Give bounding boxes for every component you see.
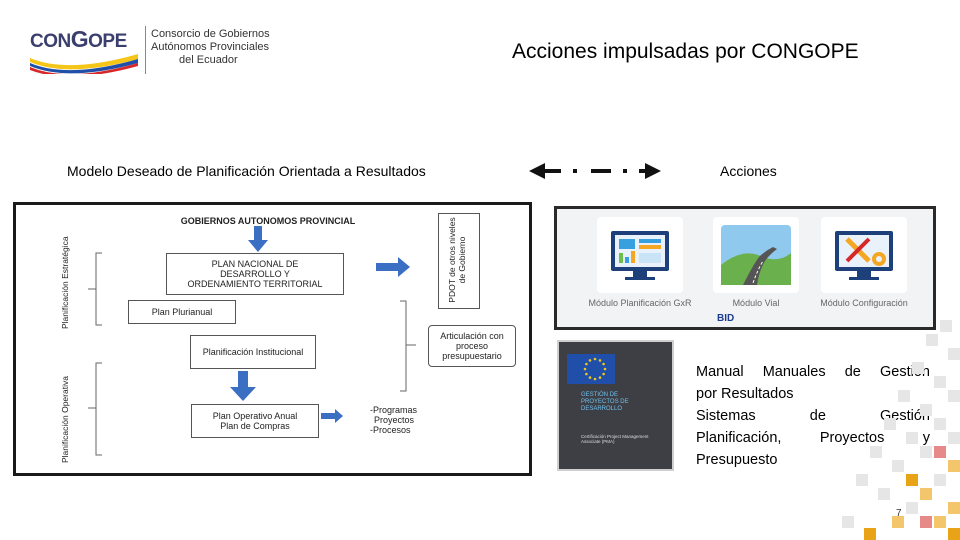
- slide-title: Acciones impulsadas por CONGOPE: [512, 40, 859, 63]
- modules-screenshot: Módulo Planificación GxR Módulo Vial Mód…: [554, 206, 936, 330]
- desc-line-5: Presupuesto: [696, 452, 778, 468]
- dashboard-icon: [611, 231, 669, 280]
- poa-box: Plan Operativo Anual Plan de Compras: [191, 404, 319, 438]
- left-heading: Modelo Deseado de Planificación Orientad…: [67, 163, 426, 179]
- right-heading: Acciones: [720, 163, 777, 179]
- congope-logo: CONGOPE Consorcio de Gobiernos Autónomos…: [28, 22, 278, 78]
- flag-swoosh-icon: [30, 54, 138, 74]
- operative-planning-label: Planificación Operativa: [60, 376, 70, 463]
- book-title: GESTIÓN DE PROYECTOS DE DESARROLLO: [581, 392, 629, 412]
- logo-text: Consorcio de Gobiernos Autónomos Provinc…: [151, 28, 270, 67]
- module-label-config: Módulo Configuración: [820, 298, 908, 308]
- poa-line-1: Plan Operativo Anual: [212, 411, 298, 421]
- planning-model-diagram: GOBIERNOS AUTONOMOS PROVINCIAL PLAN NACI…: [13, 202, 532, 476]
- module-card-gxr[interactable]: [597, 217, 683, 293]
- logo-word-a: CON: [30, 31, 71, 52]
- poa-item-proyectos: Proyectos: [374, 415, 415, 425]
- desc-line-2: por Resultados: [696, 386, 794, 402]
- poa-items: -Programas Proyectos -Procesos: [370, 405, 430, 435]
- diagram-connectors: [88, 226, 416, 456]
- actions-description: Manual Manuales de Gestión por Resultado…: [696, 361, 930, 471]
- bid-logo: BID: [717, 313, 735, 324]
- eu-flag-band: [567, 354, 615, 384]
- module-card-vial[interactable]: [713, 217, 799, 293]
- eu-stars-icon: [583, 357, 607, 381]
- logo-line-2: Autónomos Provinciales: [151, 41, 270, 53]
- diagram-top-label: GOBIERNOS AUTONOMOS PROVINCIAL: [180, 216, 356, 226]
- module-label-vial: Módulo Vial: [732, 298, 780, 308]
- poa-line-2: Plan de Compras: [220, 421, 290, 431]
- book-subtitle: Certificación Project Management Associa…: [581, 434, 649, 444]
- pnd-box: PLAN NACIONAL DE DESARROLLO Y ORDENAMIEN…: [166, 253, 344, 295]
- logo-line-3: del Ecuador: [179, 54, 238, 66]
- logo-divider: [145, 26, 146, 74]
- decorative-mosaic: [842, 320, 960, 540]
- institucional-box: Planificación Institucional: [190, 335, 316, 369]
- book-cover: GESTIÓN DE PROYECTOS DE DESARROLLO Certi…: [557, 340, 674, 471]
- pdot-box: PDOT de otros niveles de Gobierno: [438, 213, 480, 309]
- poa-item-programas: -Programas: [370, 405, 418, 415]
- articulacion-box: Articulación con proceso presupuestario: [428, 325, 516, 367]
- module-label-gxr: Módulo Planificación GxR: [588, 298, 692, 308]
- page-number: 7: [896, 508, 902, 519]
- desc-line-1: Manual Manuales de Gestión: [696, 364, 930, 380]
- logo-line-1: Consorcio de Gobiernos: [151, 28, 270, 40]
- strategic-planning-label: Planificación Estratégica: [60, 236, 70, 329]
- double-arrow-icon: [529, 163, 661, 179]
- logo-word-c: OPE: [88, 31, 127, 52]
- logo-word-b: G: [70, 26, 89, 52]
- plurianual-box: Plan Plurianual: [128, 300, 236, 324]
- logo-wordmark: CONGOPE: [30, 26, 127, 53]
- pdot-label: PDOT de otros niveles de Gobierno: [447, 217, 467, 303]
- desc-line-3: Sistemas de Gestión: [696, 408, 930, 424]
- poa-item-procesos: -Procesos: [370, 425, 411, 435]
- desc-line-4: Planificación, Proyectos y: [696, 430, 930, 446]
- tools-icon: [835, 231, 893, 280]
- road-icon: [721, 225, 791, 285]
- module-card-config[interactable]: [821, 217, 907, 293]
